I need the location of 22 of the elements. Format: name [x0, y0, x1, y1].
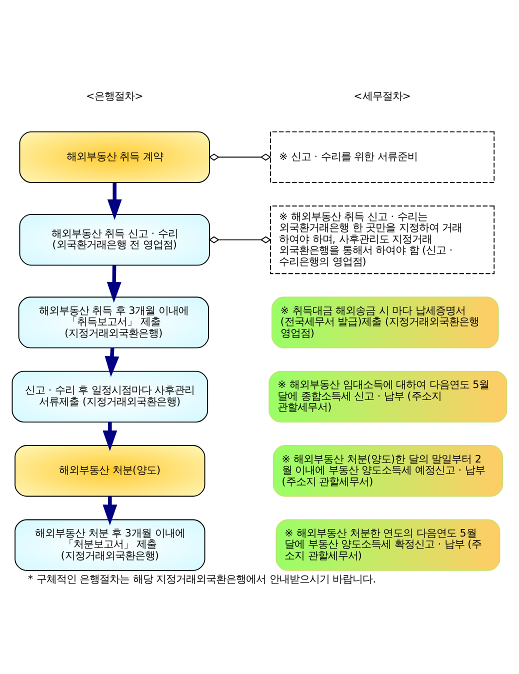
node-box: 해외부동산 처분(양도) [14, 444, 206, 496]
caption: * 구체적인 은행절차는 해당 지정거래외국환은행에서 안내받으시기 바랍니다. [28, 572, 376, 585]
node-box: 해외부동산 취득 후 3개월 이내에 「취득보고서」 제출 (지정거래외국환은행) [18, 296, 209, 348]
node-box: ※ 해외부동산 처분한 연도의 다음연도 5월 달에 부동산 양도소득세 확정신고 · 납부 (주 소지 관할세무서) [276, 518, 500, 570]
node-box: 해외부동산 처분 후 3개월 이내에 「처분보고서」 제출 (지정거래외국환은행) [14, 518, 206, 570]
node-box: ※ 해외부동산 처분(양도)한 달의 말일부터 2 월 이내에 부동산 양도소득세 예정신고 · 납부 (주소지 관할세무서) [272, 444, 504, 496]
arrow [102, 496, 118, 525]
connector [208, 153, 272, 160]
node-box: 해외부동산 취득 계약 [19, 130, 210, 182]
label: <은행절차> [86, 90, 144, 102]
label: <세무절차> [354, 90, 411, 102]
node-box: 신고 · 수리 후 일정시점마다 사후관리 서류제출 (지정거래외국환은행) [12, 370, 208, 422]
arrow [106, 264, 122, 302]
node-box: ※ 신고 · 수리를 위한 서류준비 [270, 130, 495, 182]
node-box: ※ 취득대금 해외송금 시 마다 납세증명서 (전국세무서 발급)제출 (지정거래외국환은행 영업점) [271, 296, 499, 348]
arrow [104, 347, 120, 376]
arrow [107, 182, 122, 220]
node-box: 해외부동산 취득 신고 · 수리 (외국환거래은행 전 영업점) [19, 213, 210, 266]
connector [208, 236, 272, 243]
node-box: ※ 해외부동산 임대소득에 대하여 다음연도 5월 달에 종합소득세 신고 · 납부 (주소지 관할세무서) [268, 370, 508, 422]
arrow [102, 422, 118, 451]
node-box: ※ 해외부동산 취득 신고 · 수리는 외국환거래은행 한 곳만을 지정하여 거래 하여야 하며, 사후관리도 지정거래 외국환은행을 통해서 하여야 함 (신고 · 수리은행의 영업점) [270, 205, 495, 274]
